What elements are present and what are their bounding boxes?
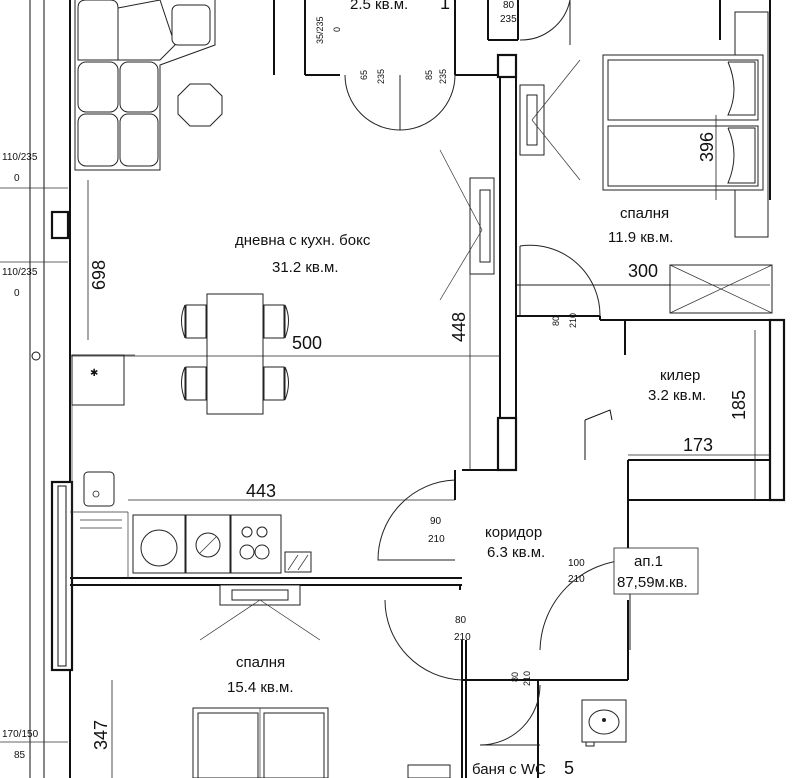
corner-sofa <box>74 0 216 171</box>
dim-173: 173 <box>683 435 713 455</box>
door-bathroom-height: 210 <box>522 671 532 686</box>
apartment-number: ап.1 <box>634 553 663 570</box>
window-mid-size: 110/235 <box>2 267 38 278</box>
dim-448: 448 <box>449 312 469 342</box>
bedroom2-name: спалня <box>236 654 285 671</box>
window-mid-sill: 0 <box>14 288 20 299</box>
side-table <box>177 83 223 127</box>
living-room-area: 31.2 кв.м. <box>272 259 339 276</box>
window-top-size: 110/235 <box>2 152 38 163</box>
door-bedroom1-height: 210 <box>568 313 578 328</box>
window-bottom-size: 170/150 <box>2 729 39 740</box>
bedroom1-furniture <box>602 11 773 314</box>
top-room-area: 2.5 кв.м. <box>350 0 408 13</box>
dim-185: 185 <box>729 390 749 420</box>
top-walls <box>273 0 771 200</box>
door-living-width: 90 <box>430 516 442 527</box>
apartment-area: 87,59м.кв. <box>617 574 688 591</box>
ac-units <box>199 59 581 641</box>
apartment-box: ап.1 87,59м.кв. <box>613 547 699 595</box>
door-85-width: 85 <box>424 70 434 80</box>
corridor-doors <box>377 479 631 746</box>
door-bathroom-width: 80 <box>510 672 520 682</box>
door-top-width: 80 <box>503 0 515 11</box>
bathroom-name: баня с WC <box>472 761 546 778</box>
bedroom2-furniture <box>192 707 329 778</box>
opening-labels: 110/235 0 110/235 0 170/150 85 80 235 35… <box>2 0 585 761</box>
door-65-height: 235 <box>376 69 386 84</box>
dim-396: 396 <box>697 132 717 162</box>
door-entrance-width: 100 <box>568 558 585 569</box>
door-35-sill: 0 <box>332 27 342 32</box>
corridor-name: коридор <box>485 524 542 541</box>
door-65-width: 65 <box>359 70 369 80</box>
bathroom-area-partial: 5 <box>564 758 574 778</box>
storage-name: килер <box>660 367 700 384</box>
storage-walls <box>584 318 786 502</box>
door-bedroom1-width: 80 <box>551 316 561 326</box>
bathroom-fixtures <box>407 699 627 778</box>
central-wall <box>496 53 778 472</box>
window-top-sill: 0 <box>14 173 20 184</box>
window-bottom-sill: 85 <box>14 750 26 761</box>
dim-347: 347 <box>91 720 111 750</box>
dim-443: 443 <box>246 481 276 501</box>
room-labels: 2.5 кв.м. 1 дневна с кухн. бокс 31.2 кв.… <box>227 0 706 778</box>
door-35-size: 35/235 <box>315 16 325 44</box>
top-doors <box>344 0 571 131</box>
svg-text:✱: ✱ <box>90 368 98 379</box>
door-top-height: 235 <box>500 14 517 25</box>
door-bedroom2-height: 210 <box>454 632 471 643</box>
living-room-name: дневна с кухн. бокс <box>235 232 371 249</box>
kitchen: ✱ <box>70 354 312 578</box>
top-partial-dim: 1 <box>440 0 450 13</box>
dimension-lines <box>70 115 770 778</box>
bedroom2-area: 15.4 кв.м. <box>227 679 294 696</box>
dim-300: 300 <box>628 261 658 281</box>
left-facade <box>0 0 74 778</box>
door-entrance-height: 210 <box>568 574 585 585</box>
door-bedroom2-width: 80 <box>455 615 467 626</box>
bedroom1-area: 11.9 кв.м. <box>608 229 673 246</box>
dim-500: 500 <box>292 333 322 353</box>
door-living-height: 210 <box>428 534 445 545</box>
corridor-area: 6.3 кв.м. <box>487 544 545 561</box>
dim-698: 698 <box>89 260 109 290</box>
dimension-labels: 500 443 300 173 698 448 396 185 347 <box>89 132 749 750</box>
bedroom1-name: спалня <box>620 205 669 222</box>
door-85-height: 235 <box>438 69 448 84</box>
storage-area: 3.2 кв.м. <box>648 387 706 404</box>
dining-table <box>181 293 289 415</box>
